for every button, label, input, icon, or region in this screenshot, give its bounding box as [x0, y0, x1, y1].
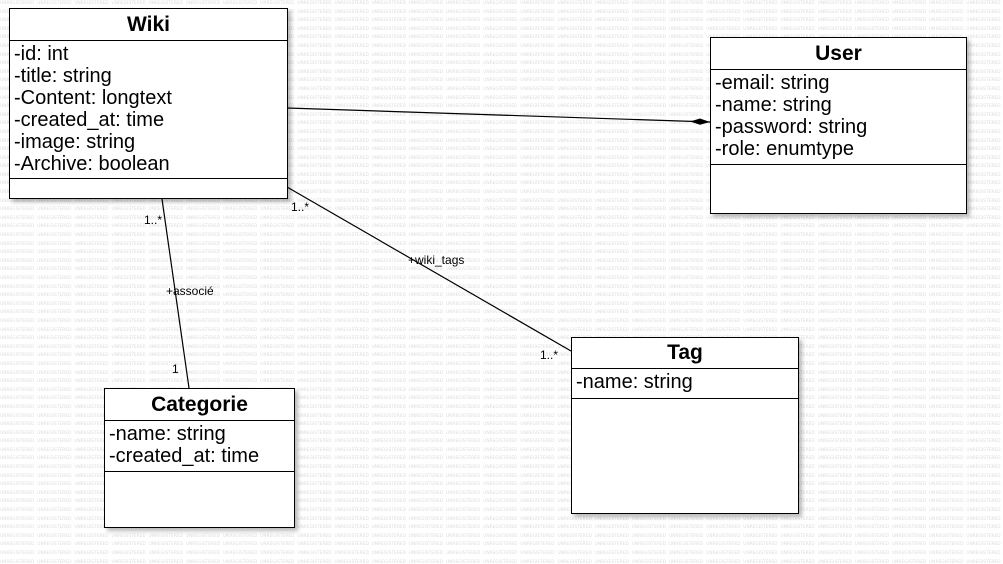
class-user-name: User [711, 38, 966, 70]
user-attribute: -password: string [715, 116, 868, 138]
tag-target-multiplicity: 1..* [540, 348, 559, 362]
class-user-attributes: -email: string -name: string -password: … [711, 70, 966, 165]
categorie-target-multiplicity: 1 [172, 362, 179, 376]
user-attribute: -email: string [715, 72, 830, 94]
wiki-attribute: -id: int [14, 43, 69, 65]
wiki-attribute: -Archive: boolean [14, 153, 170, 175]
class-categorie-name: Categorie [105, 389, 294, 421]
categorie-association-label: +associé [166, 284, 214, 298]
user-attribute: -role: enumtype [715, 138, 854, 160]
wiki-tag-association-line[interactable] [286, 186, 572, 352]
categorie-source-multiplicity: 1..* [144, 213, 163, 227]
wiki-attribute: -image: string [14, 131, 136, 153]
class-tag-attributes: -name: string [572, 369, 798, 399]
wiki-categorie-association-line[interactable] [161, 198, 190, 389]
tag-attribute: -name: string [576, 371, 693, 393]
class-categorie[interactable]: Categorie -name: string -created_at: tim… [104, 388, 295, 528]
wiki-user-association-line[interactable] [286, 107, 711, 123]
class-wiki[interactable]: Wiki -id: int -title: string -Content: l… [9, 8, 288, 199]
categorie-attribute: -created_at: time [109, 445, 260, 467]
class-tag-name: Tag [572, 338, 798, 369]
wiki-attribute: -created_at: time [14, 109, 165, 131]
class-wiki-attributes: -id: int -title: string -Content: longte… [10, 41, 287, 179]
class-user[interactable]: User -email: string -name: string -passw… [710, 37, 967, 214]
wiki-attribute: -title: string [14, 65, 112, 87]
wiki-user-diamond [690, 118, 710, 125]
categorie-attribute: -name: string [109, 423, 226, 445]
class-tag[interactable]: Tag -name: string [571, 337, 799, 514]
wiki-attribute: -Content: longtext [14, 87, 172, 109]
user-attribute: -name: string [715, 94, 832, 116]
class-categorie-attributes: -name: string -created_at: time [105, 421, 294, 472]
tag-association-label: +wiki_tags [408, 253, 465, 267]
tag-source-multiplicity: 1..* [291, 200, 310, 214]
class-wiki-name: Wiki [10, 9, 287, 41]
